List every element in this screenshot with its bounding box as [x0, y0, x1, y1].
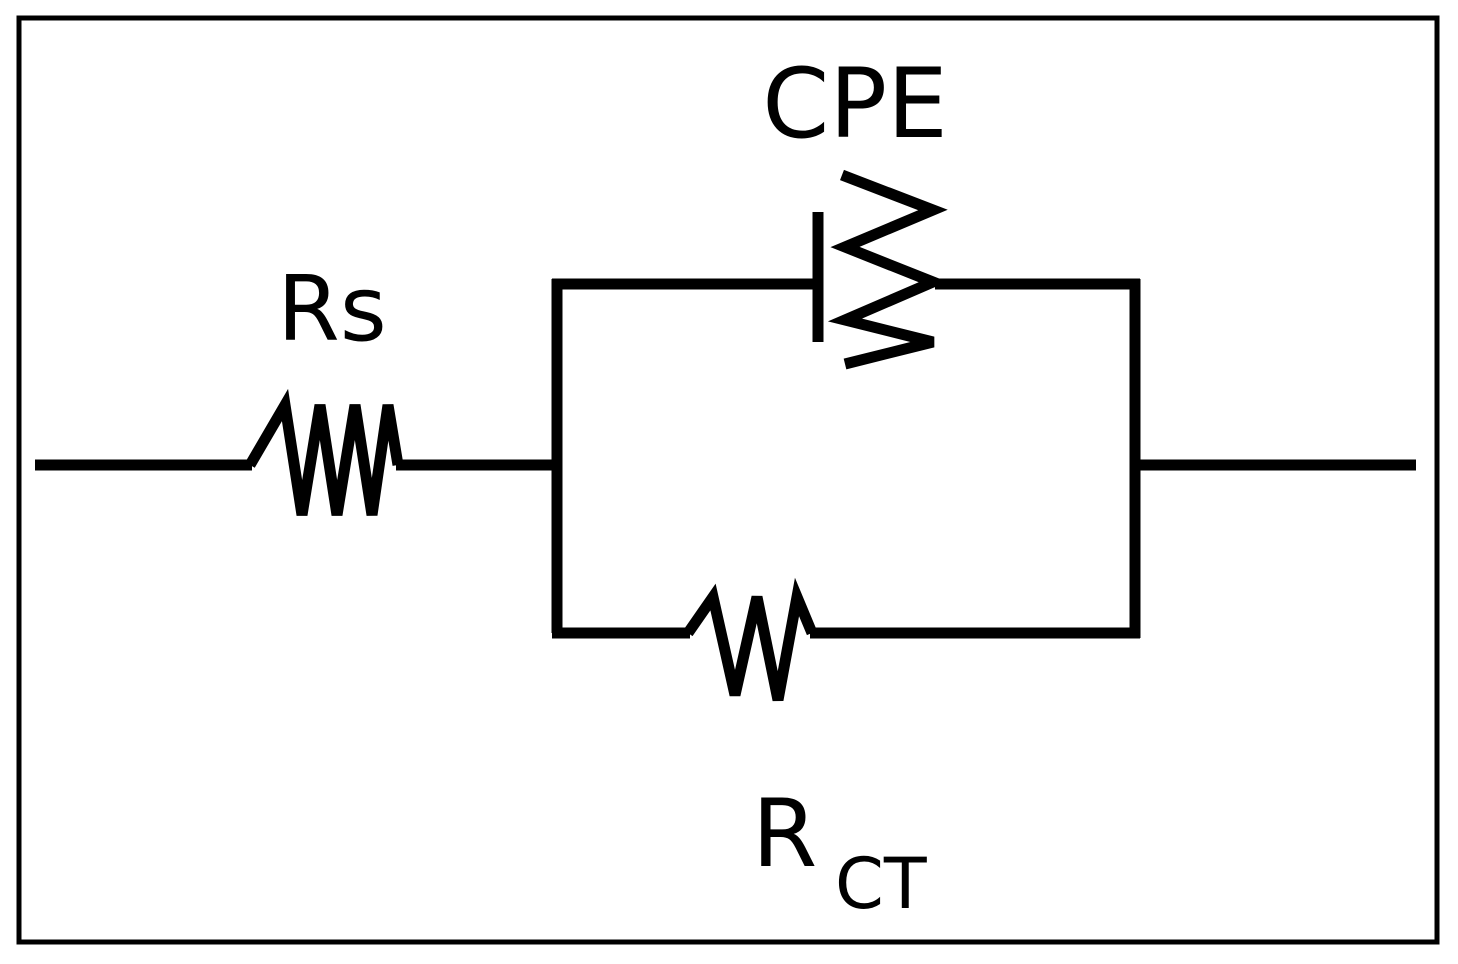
rct-resistor [683, 577, 818, 702]
rct-label-main: R [752, 780, 817, 889]
rs-label: Rs [277, 257, 386, 362]
cpe-zigzag [827, 169, 948, 370]
rct-label-subscript: CT [835, 843, 927, 925]
cpe-label: CPE [762, 48, 948, 160]
rs-resistor [245, 388, 404, 516]
diagram-border [16, 15, 1440, 945]
